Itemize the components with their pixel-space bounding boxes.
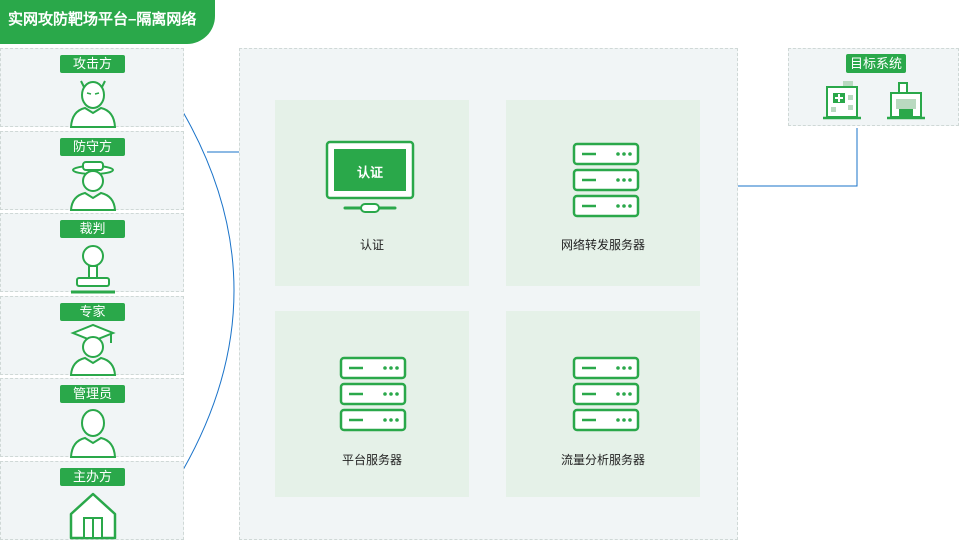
- target-system-label: 目标系统: [846, 54, 906, 73]
- role-card-expert: 专家: [0, 296, 184, 376]
- role-card-referee: 裁判: [0, 213, 184, 294]
- role-card-organizer: 主办方: [0, 461, 184, 540]
- traffic-server-node: 流量分析服务器: [506, 311, 700, 497]
- forward-server-node: 网络转发服务器: [506, 100, 700, 286]
- traffic-server-label: 流量分析服务器: [560, 453, 645, 467]
- organizer-icon: [69, 492, 117, 540]
- target-system-panel: 目标系统: [788, 48, 959, 126]
- auth-node: 认证 认证: [275, 100, 469, 286]
- role-label: 防守方: [60, 138, 125, 156]
- role-label: 攻击方: [60, 55, 125, 73]
- server-icon: [339, 356, 407, 432]
- role-card-defender: 防守方: [0, 131, 184, 211]
- platform-server-node: 平台服务器: [275, 311, 469, 497]
- role-label: 主办方: [60, 468, 125, 486]
- monitor-icon: [325, 140, 415, 213]
- role-label: 裁判: [60, 220, 125, 238]
- auth-node-label: 认证: [359, 238, 384, 252]
- platform-server-label: 平台服务器: [341, 453, 402, 467]
- expert-icon: [69, 323, 117, 376]
- forward-to-target-line: [720, 128, 858, 187]
- attacker-icon: [69, 80, 117, 128]
- referee-icon: [71, 245, 115, 294]
- server-icon: [572, 142, 640, 218]
- hospital-building-icon: [823, 81, 861, 120]
- role-card-attacker: 攻击方: [0, 48, 184, 128]
- factory-building-icon: [887, 82, 925, 120]
- roles-bracket-line: [182, 111, 235, 471]
- page-title: 实网攻防靶场平台–隔离网络: [0, 0, 215, 44]
- role-label: 专家: [60, 303, 125, 321]
- server-icon: [572, 356, 640, 432]
- role-card-admin: 管理员: [0, 378, 184, 458]
- forward-server-label: 网络转发服务器: [560, 238, 645, 252]
- monitor-screen-text: 认证: [356, 165, 383, 180]
- role-label: 管理员: [60, 385, 125, 403]
- defender-icon: [69, 161, 117, 211]
- admin-icon: [69, 409, 117, 458]
